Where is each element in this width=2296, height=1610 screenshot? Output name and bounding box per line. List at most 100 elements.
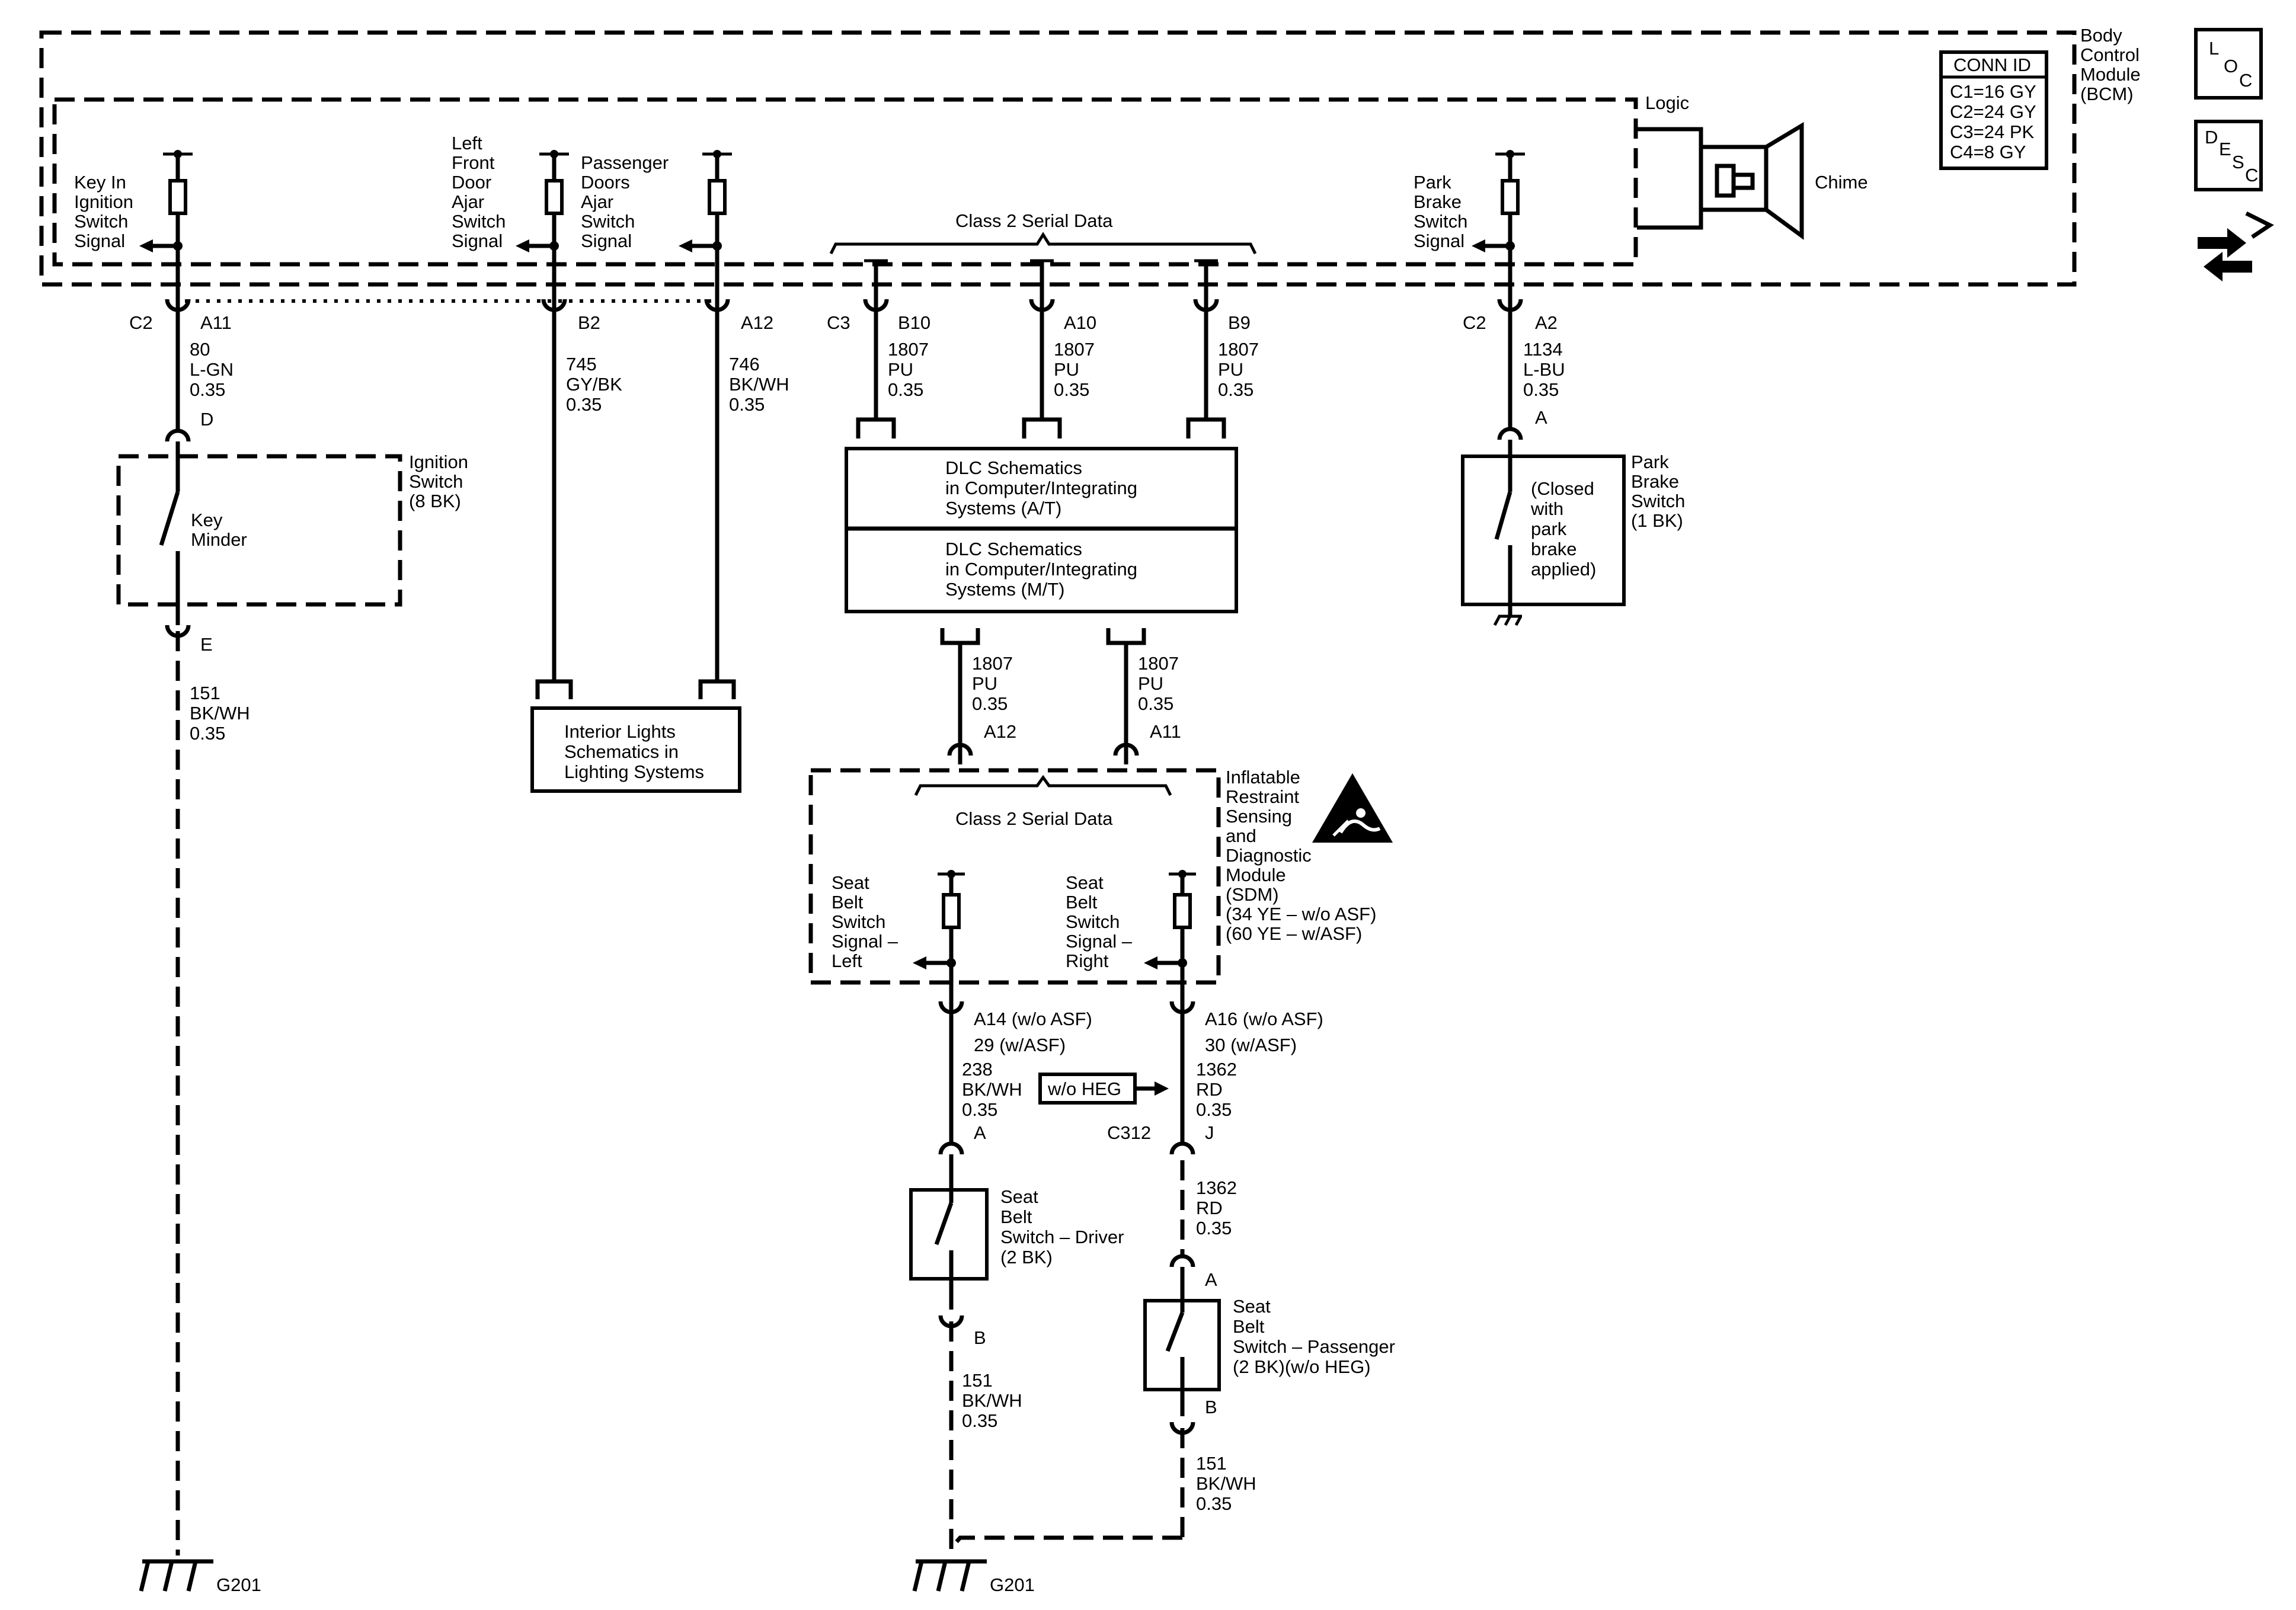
park-brake-signal-label: Park Brake Switch Signal [1414, 172, 1473, 251]
ground-g201-right [912, 1559, 987, 1592]
ground-g201-left-label: G201 [216, 1574, 261, 1595]
svg-text:L: L [2209, 38, 2219, 59]
driver-switch-contacts [934, 1154, 954, 1310]
loc-icon: L O C [2194, 28, 2263, 100]
wire-pass-mid-label: 1362 RD 0.35 [1196, 1177, 1242, 1238]
bcm-serial-label: Class 2 Serial Data [955, 210, 1113, 231]
ignition-switch-label: Ignition Switch (8 BK) [409, 452, 474, 511]
pin-park-brake-label: A2 [1535, 312, 1558, 333]
wire-pass-ground-return [949, 1535, 1182, 1550]
conn-ign-d-label: D [200, 409, 213, 430]
conn-key-in-label: C2 [129, 312, 153, 333]
connector-park-a [1497, 427, 1523, 440]
sdm-serial-label: Class 2 Serial Data [955, 808, 1113, 829]
left-front-door-input-circuit [516, 150, 569, 320]
airbag-warning-icon [1312, 773, 1393, 843]
svg-text:C: C [2239, 70, 2252, 91]
park-brake-input-circuit [1472, 150, 1525, 320]
wire-sdm-2-label: 1807 PU 0.35 [1138, 653, 1184, 714]
bcm-serial-brace [829, 232, 1257, 255]
wire-passenger-doors-label: 746 BK/WH 0.35 [729, 354, 794, 415]
conn-park-a-label: A [1535, 407, 1547, 428]
key-in-input-circuit [139, 150, 193, 320]
bcm-logic-frame [52, 97, 1638, 267]
svg-text:D: D [2205, 127, 2218, 148]
heg-arrow [1155, 1081, 1169, 1096]
wire-left-front-door-label: 745 GY/BK 0.35 [566, 354, 627, 415]
sdm-label: Inflatable Restraint Sensing and Diagnos… [1226, 767, 1382, 944]
connector-ign-d [165, 428, 191, 442]
dlc-at-label: DLC Schematics in Computer/Integrating S… [945, 457, 1143, 518]
conn-driver-b-label: B [974, 1327, 986, 1348]
pin-key-in-label: A11 [200, 312, 232, 333]
wire-key-in-label: 80 L-GN 0.35 [190, 339, 239, 400]
svg-text:C4=8 GY: C4=8 GY [1950, 142, 2026, 162]
bcm-outer-frame [39, 30, 2077, 287]
connector-sdm-a12 [947, 742, 973, 756]
sdm-right-signal-label: Seat Belt Switch Signal – Right [1066, 872, 1137, 971]
svg-text:C2=24 GY: C2=24 GY [1950, 101, 2036, 122]
key-minder-switch [159, 441, 180, 625]
pin-b10-label: B10 [898, 312, 930, 333]
svg-text:C1=16 GY: C1=16 GY [1950, 81, 2036, 102]
pin-a10-label: A10 [1064, 312, 1096, 333]
dlc-top-terminals [856, 417, 1226, 438]
sdm-left-signal-circuit [913, 870, 965, 1013]
passenger-doors-signal-label: Passenger Doors Ajar Switch Signal [581, 152, 674, 251]
wire-pass-in-label: 1362 RD 0.35 [1196, 1059, 1242, 1120]
desc-icon: D E S C [2194, 120, 2263, 191]
key-in-signal-label: Key In Ignition Switch Signal [74, 172, 139, 251]
wire-driver-in-label: 238 BK/WH 0.35 [962, 1059, 1027, 1120]
conn-ign-e-label: E [200, 634, 213, 655]
sdm-left-signal-label: Seat Belt Switch Signal – Left [832, 872, 903, 971]
key-minder-label: Key Minder [191, 510, 247, 550]
svg-text:E: E [2219, 139, 2231, 159]
wire-driver-ground-label: 151 BK/WH 0.35 [962, 1370, 1027, 1431]
interior-lights-label: Interior Lights Schematics in Lighting S… [564, 721, 704, 782]
conn-pass-b-label: B [1205, 1397, 1217, 1417]
connector-sdm-a11 [1113, 742, 1139, 756]
connector-pass-a [1169, 1254, 1195, 1267]
conn-pass-a-label: A [1205, 1269, 1217, 1290]
conn-c312-label: C312 [1107, 1122, 1151, 1143]
pin-b9-label: B9 [1228, 312, 1251, 333]
svg-text:CONN ID: CONN ID [1953, 55, 2031, 75]
interior-lights-box [530, 706, 741, 793]
conn-park-brake-label: C2 [1463, 312, 1486, 333]
interior-lights-terminals [535, 679, 736, 699]
heg-option-box [1038, 1073, 1137, 1105]
ground-g201-left [139, 1559, 213, 1592]
heg-option-label: w/o HEG [1047, 1078, 1121, 1099]
conn-c3-label: C3 [827, 312, 850, 333]
conn-driver-a-label: A [974, 1122, 986, 1143]
wire-serial-2-label: 1807 PU 0.35 [1054, 339, 1100, 400]
dlc-mt-label: DLC Schematics in Computer/Integrating S… [945, 539, 1143, 600]
sdm-right-signal-circuit [1144, 870, 1196, 1013]
park-brake-contacts [1493, 440, 1523, 626]
connector-driver-a [938, 1141, 964, 1155]
conn-sdm-a11-label: A11 [1150, 721, 1181, 742]
dlc-bottom-terminals [940, 628, 1146, 645]
chime-speaker [1637, 121, 1804, 240]
sdm-serial-brace [914, 774, 1172, 796]
wire-serial-1-label: 1807 PU 0.35 [888, 339, 934, 400]
wire-pass-ground-label: 151 BK/WH 0.35 [1196, 1453, 1261, 1514]
wire-ign-ground-label: 151 BK/WH 0.35 [190, 683, 255, 744]
conn-id-table: CONN ID C1=16 GY C2=24 GY C3=24 PK C4=8 … [1939, 50, 2048, 170]
conn-c312-pin-label: J [1205, 1122, 1214, 1143]
pin-left-front-door-label: B2 [578, 312, 600, 333]
sdm-frame [808, 768, 1221, 985]
ground-g201-right-label: G201 [990, 1574, 1035, 1595]
conn-sdm-a12-label: A12 [984, 721, 1016, 742]
pass-switch-contacts [1165, 1267, 1185, 1416]
park-brake-note: (Closed with park brake applied) [1530, 478, 1599, 580]
passenger-doors-input-circuit [679, 150, 732, 320]
pin-passenger-doors-label: A12 [741, 312, 773, 333]
bcm-connector-arcs [165, 299, 1523, 312]
bcm-title: Body Control Module (BCM) [2080, 25, 2145, 104]
svg-text:O: O [2224, 56, 2238, 76]
driver-switch-label: Seat Belt Switch – Driver (2 BK) [1000, 1186, 1129, 1267]
connector-c312 [1169, 1141, 1195, 1155]
pass-switch-label: Seat Belt Switch – Passenger (2 BK)(w/o … [1233, 1296, 1400, 1377]
